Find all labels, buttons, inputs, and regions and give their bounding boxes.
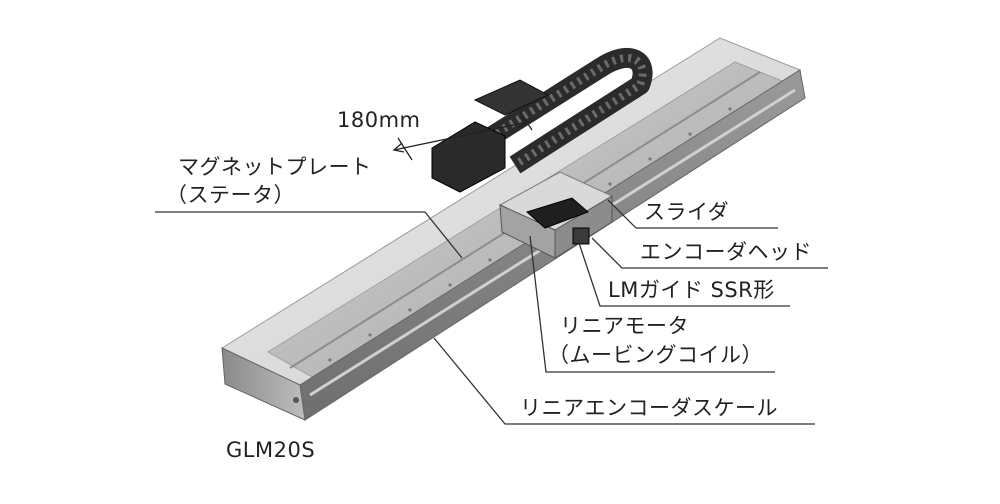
end-cap-bolt: [293, 397, 299, 403]
linear-motor-label-line1: リニアモータ: [560, 314, 689, 338]
slider-front: [499, 204, 556, 259]
lm-guide-label: LMガイド SSR形: [608, 278, 775, 302]
leader-encoder-head: [591, 237, 828, 269]
leader-lm-guide: [577, 239, 790, 307]
slider-label: スライダ: [644, 200, 730, 224]
encoder-head-label: エンコーダヘッド: [640, 240, 812, 264]
encoder-head-block: [572, 227, 590, 245]
linear-motor-label-line2: （ムービングコイル）: [548, 343, 763, 367]
rail-holes: [328, 107, 732, 362]
dimension-label: 180mm: [337, 108, 421, 132]
magnet-plate-label-line1: マグネットプレート: [178, 155, 372, 179]
magnet-plate-label-line2: （ステータ）: [166, 183, 295, 207]
moving-coil-block: [526, 197, 589, 229]
dimension-indicator: [392, 111, 533, 161]
leader-linear-motor: [529, 235, 775, 373]
model-name: GLM20S: [226, 438, 316, 462]
leader-magnet-plate: [155, 211, 463, 259]
linear-encoder-scale-label: リニアエンコーダスケール: [520, 396, 778, 420]
leader-encoder-scale: [433, 337, 815, 425]
chain-bracket: [473, 79, 550, 116]
leader-slider: [607, 199, 778, 229]
cable-chain-links: [467, 54, 647, 169]
connector-block: [431, 121, 506, 193]
base-end-cap: [221, 347, 306, 421]
